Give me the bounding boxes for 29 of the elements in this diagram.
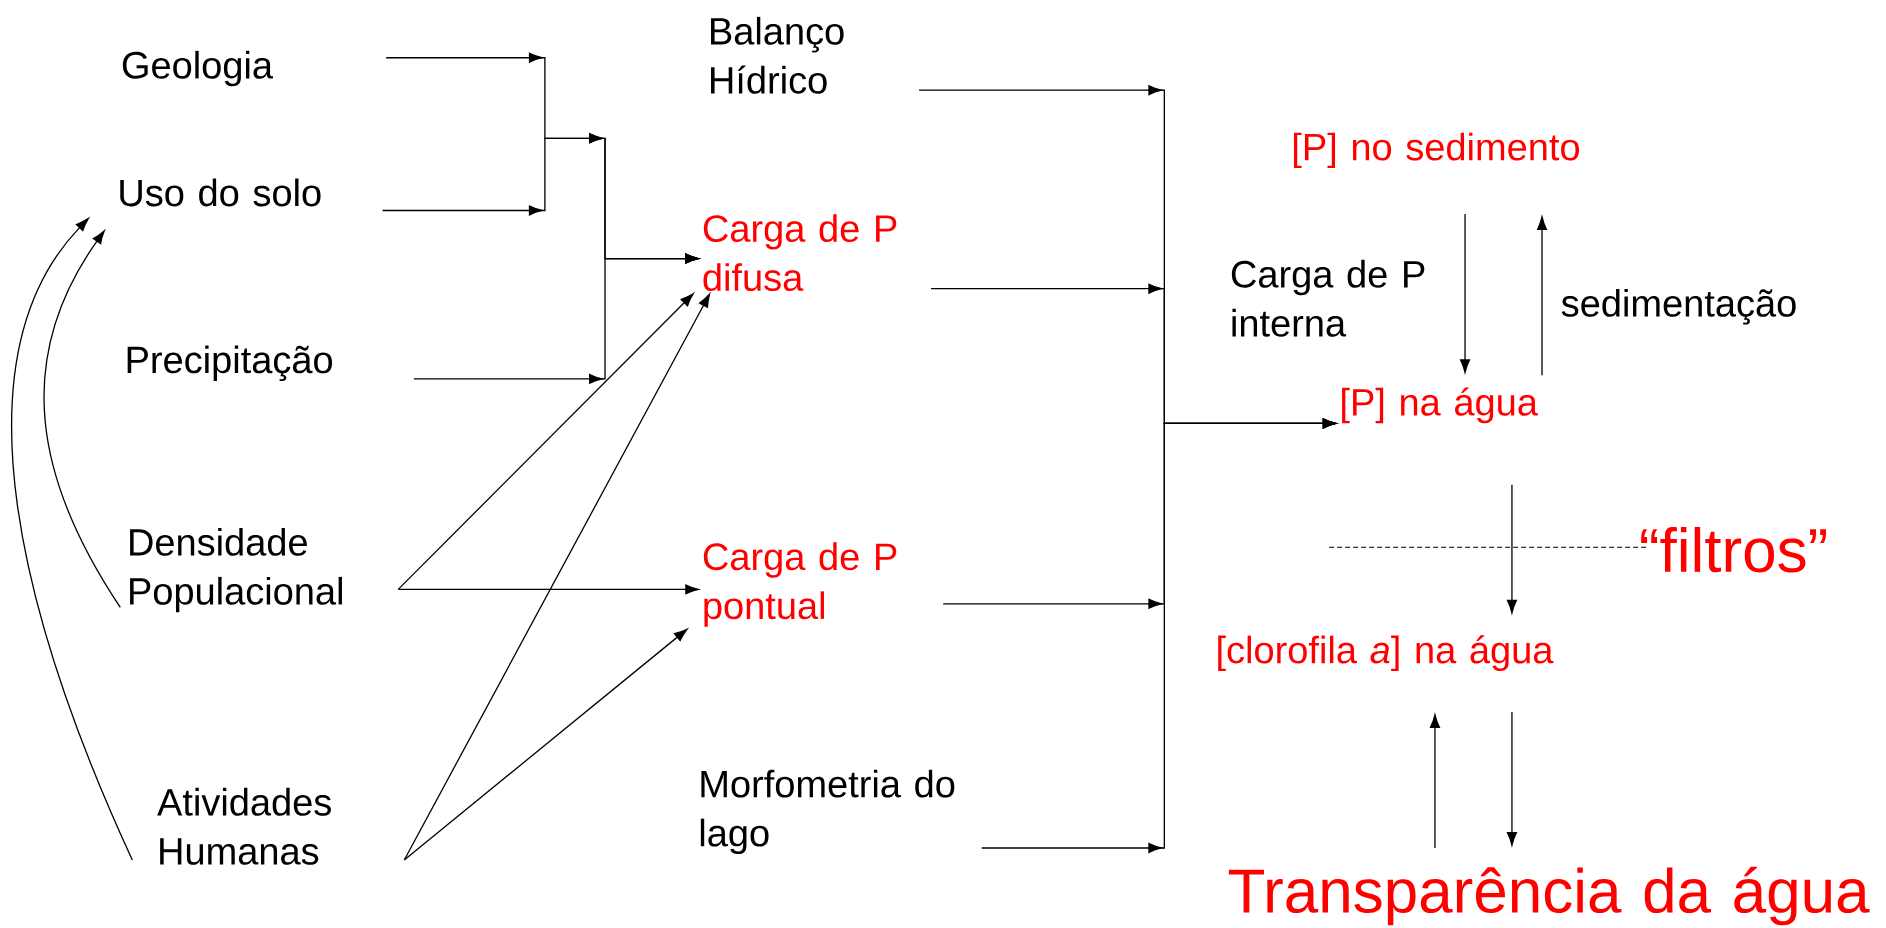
arrow [43,230,121,609]
label-text: “filtros” [1641,526,1827,573]
arrow [981,418,1337,854]
node-text: Geologia [122,50,274,87]
arrow [1536,216,1548,376]
arrow [1506,711,1517,846]
arrow [1459,213,1471,373]
arrow [1506,484,1517,614]
node-text: Carga de P difusa [703,214,897,292]
edge-label: Carga de P interna [1231,259,1425,337]
arrow [397,584,699,595]
node-text: Carga de P pontual [703,542,897,627]
arrow [397,293,694,591]
node-text: [P] no sedimento [1294,132,1579,169]
edge-label: sedimentação [1561,288,1796,325]
arrow [413,253,699,384]
node-text: Balanço Hídrico [711,16,844,94]
node-text: [P] na água [1342,387,1538,424]
arrow [403,628,688,861]
node-text: Densidade Populacional [130,527,342,613]
node-text: Uso do solo [120,178,321,207]
arrow [11,217,133,861]
node-text: Morfometria do lago [700,769,955,855]
arrow [1429,714,1441,849]
arrow [403,293,711,861]
node-text: Atividades Humanas [157,787,331,865]
node-text: [clorofila a] na água [1218,635,1554,672]
node-text: Precipitação [127,345,333,382]
node-text: Transparência da água [1228,866,1870,926]
